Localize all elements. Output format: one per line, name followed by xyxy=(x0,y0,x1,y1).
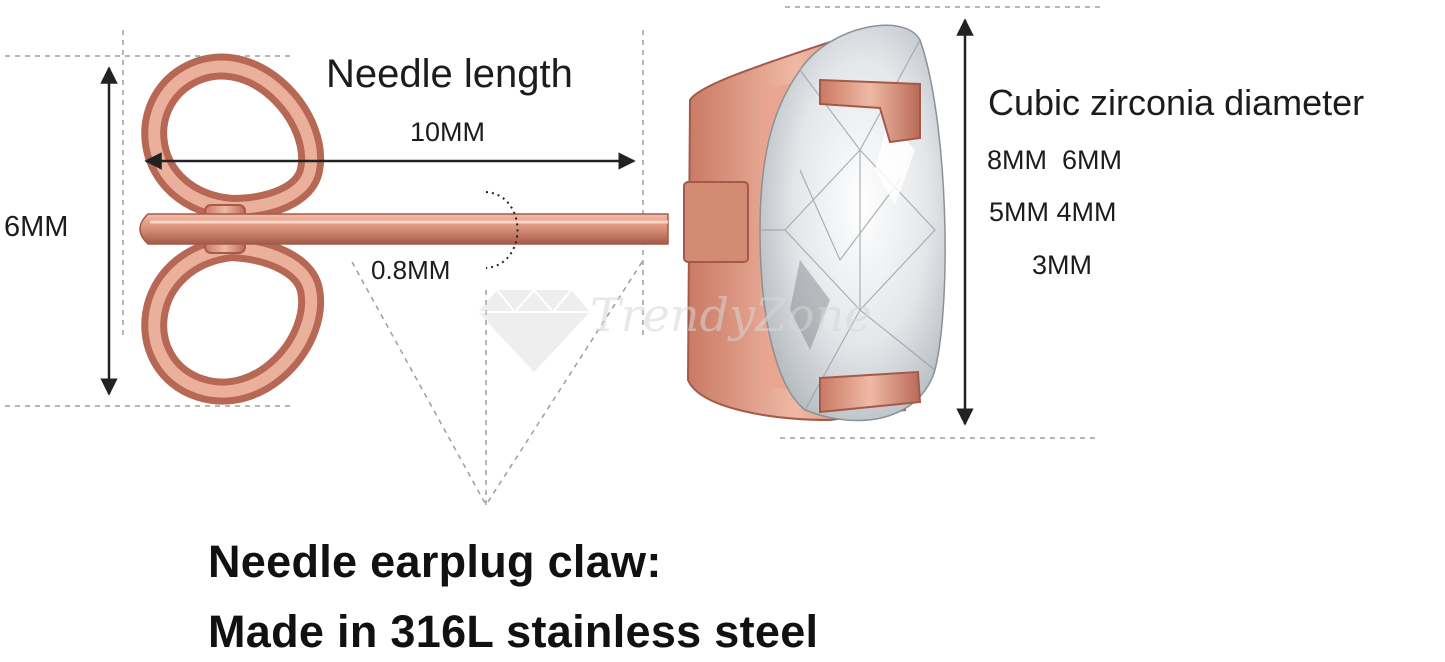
needle-length-title: Needle length xyxy=(326,52,573,96)
footer-line-claw: Needle earplug claw: xyxy=(208,536,662,587)
cz-size-row: 3MM xyxy=(1032,250,1092,280)
thickness-bracket xyxy=(485,191,519,269)
cz-size-row: 8MM 6MM xyxy=(987,145,1122,175)
back-height-value: 6MM xyxy=(4,211,69,243)
cz-diameter-title: Cubic zirconia diameter xyxy=(988,82,1365,123)
needle-length-value: 10MM xyxy=(410,117,486,147)
footer-line-material: Made in 316L stainless steel xyxy=(208,606,819,657)
watermark-text: TrendyZone xyxy=(590,288,872,342)
dimension-arrows xyxy=(100,18,974,426)
claw-prongs xyxy=(819,78,922,414)
guide-lines xyxy=(5,6,1100,506)
needle-thickness-value: 0.8MM xyxy=(371,255,451,285)
earring-needle xyxy=(139,213,669,245)
diamond-icon xyxy=(478,288,590,372)
cz-size-row: 5MM 4MM xyxy=(989,197,1117,227)
